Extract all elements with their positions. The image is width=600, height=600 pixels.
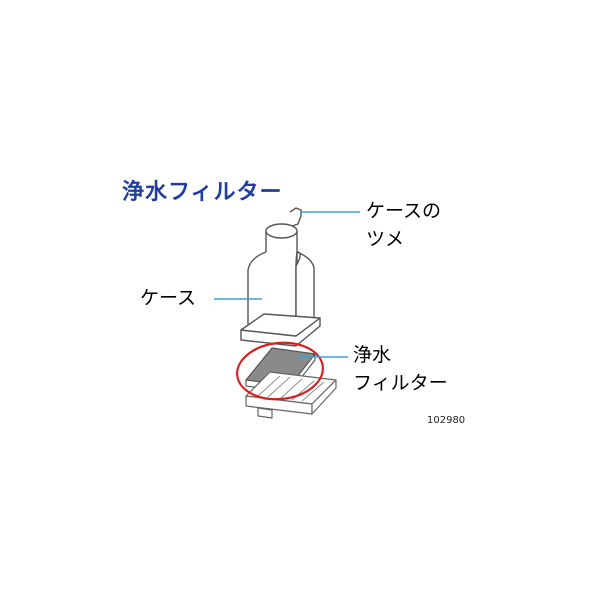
- case-body-side: [295, 251, 315, 337]
- leader-lines: [214, 211, 360, 358]
- case-base-top: [240, 313, 321, 337]
- label-case-claw-line2: ツメ: [366, 228, 405, 250]
- label-filter-line2: フィルター: [353, 372, 448, 394]
- label-case-claw-line1: ケースの: [366, 200, 442, 222]
- filter-highlight-circle: [236, 341, 324, 401]
- lid-side: [311, 379, 337, 415]
- case-claw: [289, 207, 302, 227]
- diagram-title: 浄水フィルター: [122, 180, 283, 205]
- case-neck-top: [265, 223, 298, 239]
- lid-slots: [257, 375, 325, 402]
- lid-illustration: [245, 371, 337, 419]
- label-filter-line1: 浄水: [353, 344, 392, 366]
- lid-tab: [257, 407, 273, 419]
- case-illustration: [240, 207, 321, 347]
- figure-code: 102980: [427, 415, 466, 426]
- label-case: ケース: [140, 287, 197, 309]
